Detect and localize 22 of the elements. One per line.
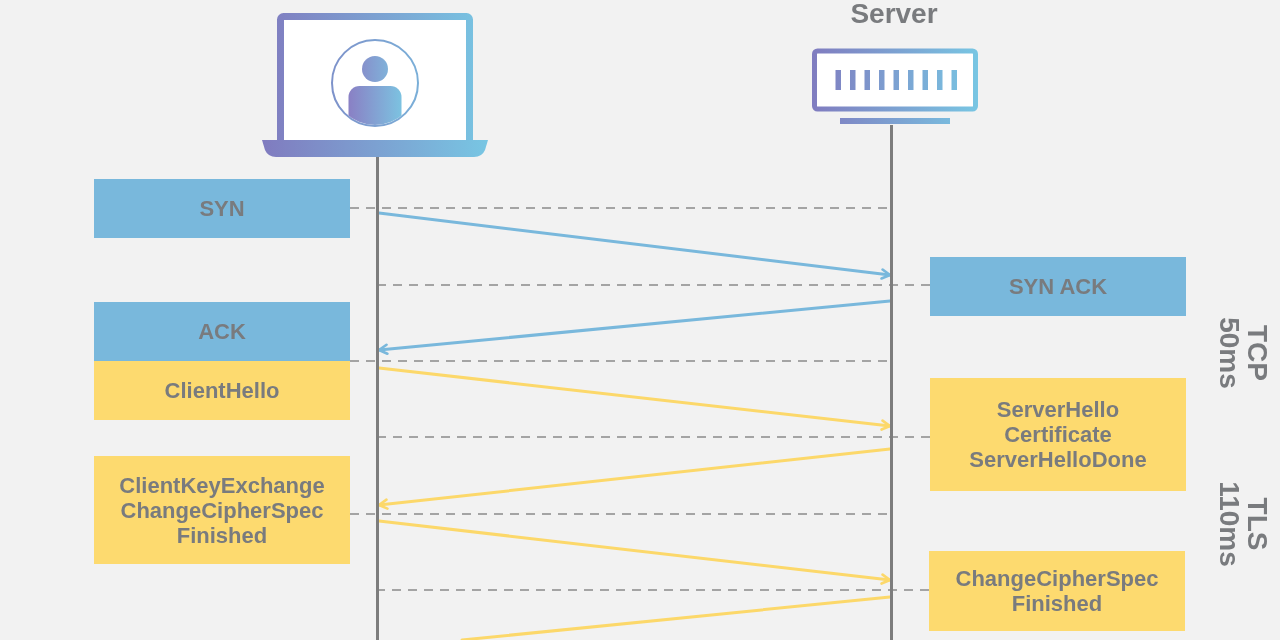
message-box: SYN ACK [930,257,1186,316]
message-arrow [377,366,892,431]
message-line [460,595,892,640]
message-box: ClientKeyExchange ChangeCipherSpec Finished [94,456,350,564]
laptop-user-icon [262,13,488,158]
phase-label: TCP 50ms [1215,316,1271,391]
message-box: SYN [94,179,350,238]
participant-label: Server [850,0,938,28]
dashed-connector [378,436,931,438]
message-box: ACK [94,302,350,361]
message-box: ServerHello Certificate ServerHelloDone [930,378,1186,491]
message-arrow [377,299,892,355]
dashed-connector [378,589,930,591]
lifeline [376,157,379,640]
message-box: ClientHello [94,361,350,420]
message-arrow [377,447,892,510]
message-arrow [377,211,892,280]
message-box: ChangeCipherSpec Finished [929,551,1185,631]
phase-label: TLS 110ms [1215,480,1271,569]
message-arrow [377,519,892,585]
dashed-connector [378,284,931,286]
lifeline [890,125,893,640]
